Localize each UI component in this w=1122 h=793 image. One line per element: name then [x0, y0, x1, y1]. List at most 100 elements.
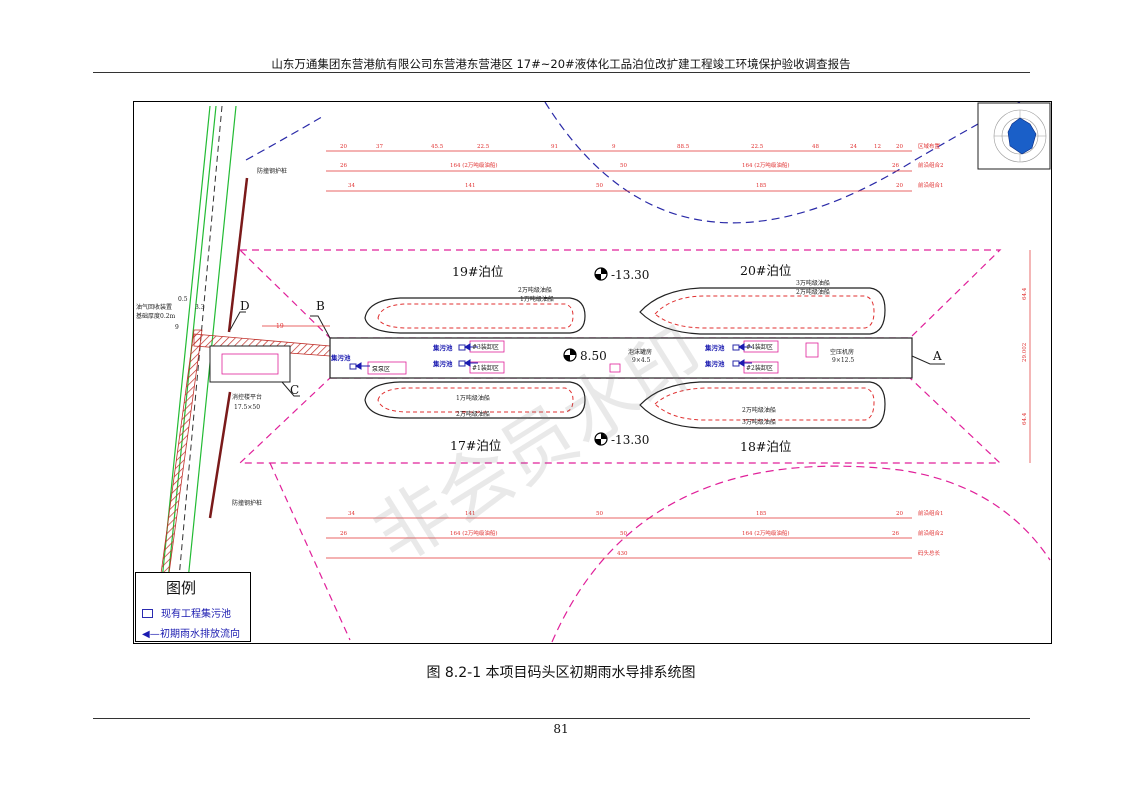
- dim-top2-0: 26: [340, 163, 347, 169]
- turning-circle-bottom: [551, 465, 1051, 643]
- control-platform-size: 17.5×50: [234, 404, 260, 411]
- header-rule: [93, 72, 1030, 73]
- dim-bot3-1: 码头总长: [918, 549, 941, 557]
- dim-bot2-4: 26: [892, 531, 899, 537]
- flow-arrows: [355, 343, 752, 370]
- point-d-label: D: [240, 299, 250, 313]
- pool-1-label: 集污池: [432, 359, 453, 368]
- unload-3-label: #3装卸区: [472, 343, 499, 351]
- depth-top-value: -13.30: [611, 268, 649, 282]
- berth-19-label: 19#泊位: [452, 264, 503, 279]
- dim-top2-3: 164 (2万吨级油船): [742, 161, 790, 169]
- berth-20-label: 20#泊位: [740, 263, 791, 278]
- protection-pile-top: [227, 177, 249, 333]
- pump-area-label: 泵泵区: [372, 366, 390, 373]
- depth-bottom-value: -13.30: [611, 433, 649, 447]
- dim-bot1-3: 185: [756, 511, 767, 517]
- dim-top3-5: 前沿组合1: [918, 181, 944, 189]
- dim-bot1-4: 20: [896, 511, 903, 517]
- ship-20-outline: [639, 287, 886, 335]
- dim-top2-2: 50: [620, 163, 627, 169]
- protection-pile-bottom: [208, 391, 232, 519]
- dim-19: 19: [276, 323, 284, 330]
- dim-top1-12: 区域布置: [918, 142, 941, 150]
- legend-item-pool-label: 现有工程集污池: [161, 609, 231, 620]
- oil-gas-label-2: 基础厚度0.2m: [136, 312, 176, 320]
- point-c-leader: [281, 381, 300, 397]
- depth-marker-middle: [563, 348, 577, 362]
- unload-2-label: #2装卸区: [746, 364, 773, 372]
- ship-19-inner: [377, 303, 574, 329]
- page-header-title: 山东万通集团东营港航有限公司东营港东营港区 17#~20#液体化工品泊位改扩建工…: [271, 57, 851, 71]
- dim-top2-4: 26: [892, 163, 899, 169]
- legend-item-pool: 现有工程集污池: [142, 605, 231, 620]
- dim-bot2-1: 164 (2万吨级油船): [450, 529, 498, 537]
- ship-19-type-1: 2万吨级油船: [518, 286, 552, 294]
- ship-17-outline: [364, 381, 586, 419]
- foam-room-label: 泡沫罐房: [628, 348, 652, 356]
- turning-circle-top-left: [245, 114, 326, 161]
- dim-top1-2: 45.5: [431, 144, 444, 150]
- figure-caption: 图 8.2-1 本项目码头区初期雨水导排系统图: [426, 665, 696, 681]
- dim-top1-1: 37: [376, 144, 383, 150]
- berth-17-label: 17#泊位: [450, 438, 501, 453]
- oil-gas-label-1: 油气回收装置: [136, 303, 172, 311]
- dim-top1-11: 20: [896, 144, 903, 150]
- dim-bot2-0: 26: [340, 531, 347, 537]
- dim-top3-1: 141: [465, 183, 476, 189]
- dim-bot1-0: 34: [348, 511, 355, 517]
- protect-pile-bottom-label: 防撞钢护桩: [232, 499, 262, 507]
- dim-top1-10: 12: [874, 144, 881, 150]
- page-number: 81: [553, 722, 569, 736]
- dim-3-3: 3.3: [195, 304, 205, 311]
- drawing-frame: [133, 101, 1052, 644]
- ship-20-type-1: 3万吨级油船: [796, 279, 830, 287]
- dim-top3-0: 34: [348, 183, 355, 189]
- point-b-leader: [310, 315, 331, 339]
- ship-20-inner: [654, 295, 875, 329]
- dim-top3-3: 185: [756, 183, 767, 189]
- foam-room-size: 9×4.5: [632, 357, 651, 364]
- depth-marker-bottom: [594, 432, 608, 446]
- air-room-size: 9×12.5: [832, 357, 854, 364]
- pool-box-icon: [142, 609, 153, 618]
- dim-top1-3: 22.5: [477, 144, 490, 150]
- dim-right-0: 64.4: [1022, 287, 1028, 300]
- arrow-left-icon: ◀—: [142, 629, 160, 640]
- ship-18-inner: [654, 387, 875, 421]
- zone-north: [238, 249, 1002, 339]
- point-d-leader: [229, 311, 246, 331]
- dim-9: 9: [175, 324, 179, 331]
- footer-rule: [93, 718, 1030, 719]
- dim-top3-2: 50: [596, 183, 603, 189]
- ship-18-outline: [639, 381, 886, 429]
- berth-18-label: 18#泊位: [740, 439, 791, 454]
- legend: 图例 现有工程集污池 ◀—初期雨水排放流向: [135, 572, 251, 642]
- wind-rose: [977, 102, 1051, 170]
- dim-bot3-0: 430: [617, 551, 628, 557]
- pool-west-label: 集污池: [330, 353, 351, 362]
- dim-bot1-1: 141: [465, 511, 476, 517]
- dim-top2-5: 前沿组合2: [918, 161, 944, 169]
- pool-4-label: 集污池: [704, 343, 725, 352]
- dim-top1-0: 20: [340, 144, 347, 150]
- dim-top2-1: 164 (2万吨级油船): [450, 161, 498, 169]
- control-platform: [209, 345, 291, 383]
- dim-right-1: 29.002: [1022, 343, 1028, 362]
- pool-2-label: 集污池: [704, 359, 725, 368]
- ship-17-inner: [377, 387, 574, 413]
- air-room-label: 空压机房: [830, 348, 854, 356]
- dim-top3-4: 20: [896, 183, 903, 189]
- point-c-label: C: [290, 383, 299, 397]
- dim-top1-7: 22.5: [751, 144, 764, 150]
- control-platform-label: 消控楼平台: [232, 393, 262, 401]
- ship-19-type-2: 1万吨级油船: [520, 295, 554, 303]
- depth-middle-value: 8.50: [580, 349, 607, 363]
- shoreline-dashed: [176, 105, 223, 601]
- dim-top1-6: 88.5: [677, 144, 690, 150]
- unload-1-label: #1装卸区: [472, 364, 499, 372]
- dim-bot2-5: 前沿组合2: [918, 529, 944, 537]
- unload-4-label: #4装卸区: [746, 343, 773, 351]
- dim-top1-9: 24: [850, 144, 857, 150]
